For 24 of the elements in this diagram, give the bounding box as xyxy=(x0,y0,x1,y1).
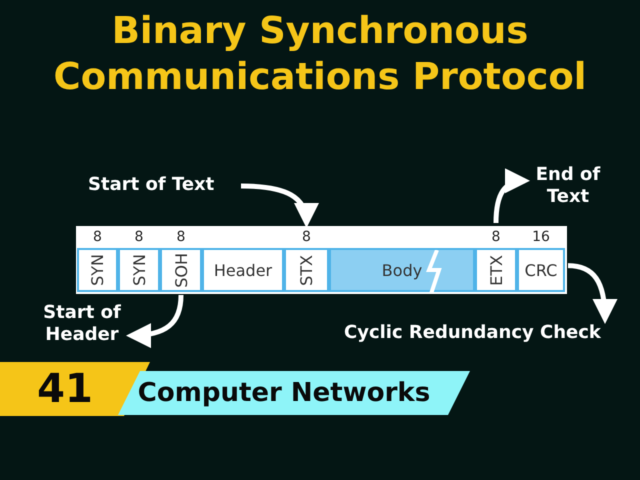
frame-field: STX xyxy=(284,248,329,292)
callout-text: End of Text xyxy=(528,164,608,212)
callout-text: Cyclic Redundancy Check xyxy=(344,322,634,346)
frame-field: SYN xyxy=(118,248,160,292)
callout-text: Start of Text xyxy=(88,174,238,198)
frame-field: SOH xyxy=(160,248,202,292)
callout-text: Start of Header xyxy=(36,302,128,350)
curved-arrow xyxy=(240,184,318,228)
frame-field: SYN xyxy=(77,248,118,292)
bit-count: 8 xyxy=(134,228,144,246)
bit-count: 8 xyxy=(301,228,312,246)
curved-arrow xyxy=(126,294,184,348)
frame-field: CRC xyxy=(517,248,565,292)
title: Binary Synchronous Communications Protocol xyxy=(52,8,588,100)
frame-field: Header xyxy=(202,248,284,292)
bit-count: 8 xyxy=(176,228,186,246)
bit-count: 8 xyxy=(92,228,103,246)
bit-count: 8 xyxy=(490,228,502,246)
series-banner: Computer Networks xyxy=(118,371,470,415)
curved-arrow xyxy=(494,169,530,224)
frame-field: ETX xyxy=(475,248,517,292)
bit-count: 16 xyxy=(531,228,551,246)
curved-arrow xyxy=(568,263,617,324)
frame-field: Body xyxy=(329,248,475,292)
